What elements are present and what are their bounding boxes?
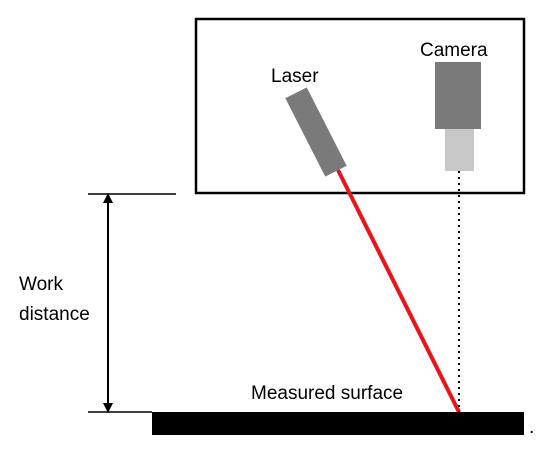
work-distance-label-line2: distance xyxy=(19,304,90,325)
measured-surface-label: Measured surface xyxy=(251,383,403,404)
measured-surface xyxy=(152,412,524,435)
camera-label: Camera xyxy=(420,40,488,61)
camera-lens xyxy=(445,129,474,171)
laser-label: Laser xyxy=(271,66,319,87)
laser-beam xyxy=(336,169,461,413)
work-distance-label-line1: Work xyxy=(19,274,63,295)
sensor-housing-box xyxy=(194,17,526,195)
camera-body xyxy=(435,62,481,129)
trailing-period: . xyxy=(529,417,534,438)
laser-body xyxy=(285,87,347,177)
